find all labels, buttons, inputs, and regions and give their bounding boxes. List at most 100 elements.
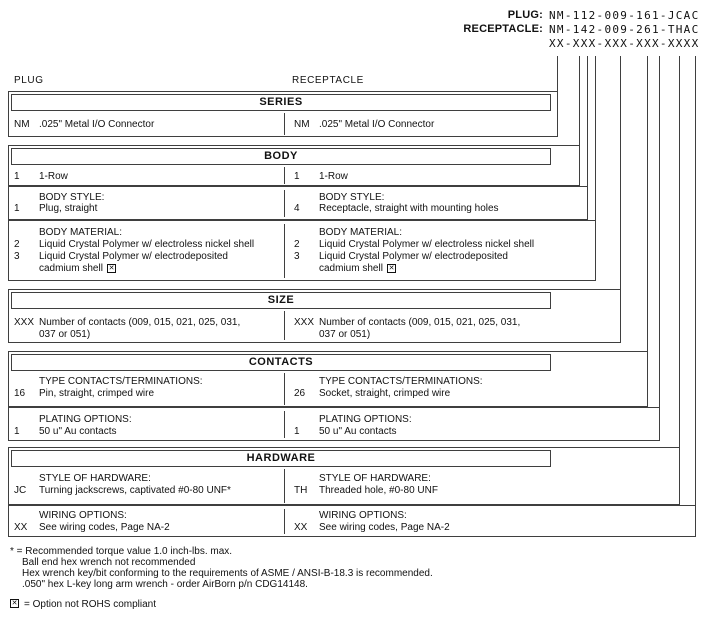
series-header: SERIES — [11, 94, 551, 111]
table-row: cadmium shell cadmium shell — [9, 263, 595, 275]
option-desc: cadmium shell — [39, 263, 103, 274]
option-desc: See wiring codes, Page NA-2 — [39, 522, 170, 533]
rohs-box-x-icon — [387, 264, 396, 273]
option-code: JC — [14, 485, 27, 496]
body-material-box: BODY MATERIAL: BODY MATERIAL: 2 Liquid C… — [8, 220, 596, 281]
group-label: PLATING OPTIONS: — [39, 414, 132, 425]
plug-part-number: NM-112-009-161-JCAC — [549, 9, 700, 22]
option-code: XXX — [14, 317, 35, 328]
size-section-box: SIZE XXX Number of contacts (009, 015, 0… — [8, 289, 621, 343]
option-code: 1 — [14, 171, 20, 182]
option-code: 1 — [14, 426, 20, 437]
plug-column-label: PLUG — [14, 75, 44, 86]
option-desc: 1-Row — [39, 171, 68, 182]
option-code: XX — [294, 522, 308, 533]
column-divider — [284, 224, 285, 278]
table-row: JC Turning jackscrews, captivated #0-80 … — [9, 485, 679, 497]
table-row: XX See wiring codes, Page NA-2 XX See wi… — [9, 522, 695, 534]
connector-line-body-style — [587, 56, 588, 220]
contacts-section-box: CONTACTS TYPE CONTACTS/TERMINATIONS: TYP… — [8, 351, 648, 407]
asterisk-prefix: * = — [10, 546, 23, 557]
group-label: BODY STYLE: — [39, 192, 105, 203]
column-divider — [284, 190, 285, 217]
hardware-section-box: HARDWARE STYLE OF HARDWARE: STYLE OF HAR… — [8, 447, 680, 505]
option-desc: See wiring codes, Page NA-2 — [319, 522, 450, 533]
option-code: 4 — [294, 203, 300, 214]
body-style-box: BODY STYLE: BODY STYLE: 1 Plug, straight… — [8, 186, 588, 220]
group-label: BODY STYLE: — [319, 192, 385, 203]
option-code: 26 — [294, 388, 306, 399]
table-row: 16 Pin, straight, crimped wire 26 Socket… — [9, 388, 647, 400]
option-code: 3 — [294, 251, 300, 262]
option-desc: Liquid Crystal Polymer w/ electroless ni… — [319, 239, 535, 250]
option-code: 2 — [294, 239, 300, 250]
option-code: 16 — [14, 388, 26, 399]
option-code: NM — [14, 119, 30, 130]
option-desc: .025" Metal I/O Connector — [39, 119, 155, 130]
hardware-header: HARDWARE — [11, 450, 551, 467]
connector-line-body-row — [579, 56, 580, 186]
size-header: SIZE — [11, 292, 551, 309]
option-desc: Receptacle, straight with mounting holes — [319, 203, 499, 214]
option-code: TH — [294, 485, 308, 496]
connector-line-plating — [659, 56, 660, 441]
option-desc: Number of contacts (009, 015, 021, 025, … — [39, 317, 241, 328]
column-divider — [284, 469, 285, 503]
group-label: WIRING OPTIONS: — [319, 510, 407, 521]
column-divider — [284, 113, 285, 135]
option-desc: Socket, straight, crimped wire — [319, 388, 451, 399]
connector-line-contacts-type — [647, 56, 648, 407]
contacts-header: CONTACTS — [11, 354, 551, 371]
option-desc: Turning jackscrews, captivated #0-80 UNF… — [39, 485, 231, 496]
series-section-box: SERIES NM .025" Metal I/O Connector NM .… — [8, 91, 558, 137]
rohs-box-x-icon — [107, 264, 116, 273]
column-divider — [284, 311, 285, 340]
option-code: 3 — [14, 251, 20, 262]
footnote-hex-wrench: Hex wrench key/bit conforming to the req… — [22, 568, 433, 579]
option-desc: Liquid Crystal Polymer w/ electroless ni… — [39, 239, 255, 250]
option-desc: Number of contacts (009, 015, 021, 025, … — [319, 317, 521, 328]
table-row: 3 Liquid Crystal Polymer w/ electrodepos… — [9, 251, 595, 263]
group-label: TYPE CONTACTS/TERMINATIONS: — [39, 376, 203, 387]
plug-pn-label: PLUG: — [507, 9, 543, 21]
group-label: TYPE CONTACTS/TERMINATIONS: — [319, 376, 483, 387]
option-desc: 037 or 051) — [319, 329, 371, 340]
footnote-ball-end: Ball end hex wrench not recommended — [22, 557, 196, 568]
option-desc: cadmium shell — [319, 263, 383, 274]
option-desc: 037 or 051) — [39, 329, 91, 340]
table-row: NM .025" Metal I/O Connector NM .025" Me… — [9, 119, 557, 131]
group-label: STYLE OF HARDWARE: — [39, 473, 151, 484]
wiring-box: WIRING OPTIONS: WIRING OPTIONS: XX See w… — [8, 505, 696, 537]
rohs-box-x-icon — [10, 599, 19, 608]
group-label: WIRING OPTIONS: — [39, 510, 127, 521]
column-divider — [284, 167, 285, 184]
table-row: 2 Liquid Crystal Polymer w/ electroless … — [9, 239, 595, 251]
body-section-box: BODY 1 1-Row 1 1-Row — [8, 145, 580, 186]
table-row: 037 or 051) 037 or 051) — [9, 329, 620, 341]
option-desc: .025" Metal I/O Connector — [319, 119, 435, 130]
group-label: PLATING OPTIONS: — [319, 414, 412, 425]
column-divider — [284, 373, 285, 405]
option-code: 1 — [294, 171, 300, 182]
column-divider — [284, 411, 285, 438]
connector-line-body-material — [595, 56, 596, 281]
connector-line-hardware-style — [679, 56, 680, 505]
group-label: STYLE OF HARDWARE: — [319, 473, 431, 484]
option-code: 1 — [294, 426, 300, 437]
option-code: XXX — [294, 317, 315, 328]
plating-box: PLATING OPTIONS: PLATING OPTIONS: 1 50 u… — [8, 407, 660, 441]
footnote-lkey: .050" hex L-key long arm wrench - order … — [22, 579, 308, 590]
column-divider — [284, 509, 285, 534]
table-row: XXX Number of contacts (009, 015, 021, 0… — [9, 317, 620, 329]
connector-line-size — [620, 56, 621, 343]
option-desc: Threaded hole, #0-80 UNF — [319, 485, 438, 496]
table-row: 1 1-Row 1 1-Row — [9, 171, 579, 183]
body-header: BODY — [11, 148, 551, 165]
footnote-text: Recommended torque value 1.0 inch-lbs. m… — [25, 546, 233, 557]
option-desc: Pin, straight, crimped wire — [39, 388, 155, 399]
table-row: 1 Plug, straight 4 Receptacle, straight … — [9, 203, 587, 215]
group-label: BODY MATERIAL: — [39, 227, 122, 238]
footnote-torque: * = Recommended torque value 1.0 inch-lb… — [10, 546, 232, 557]
receptacle-part-number: NM-142-009-261-THAC — [549, 23, 700, 36]
